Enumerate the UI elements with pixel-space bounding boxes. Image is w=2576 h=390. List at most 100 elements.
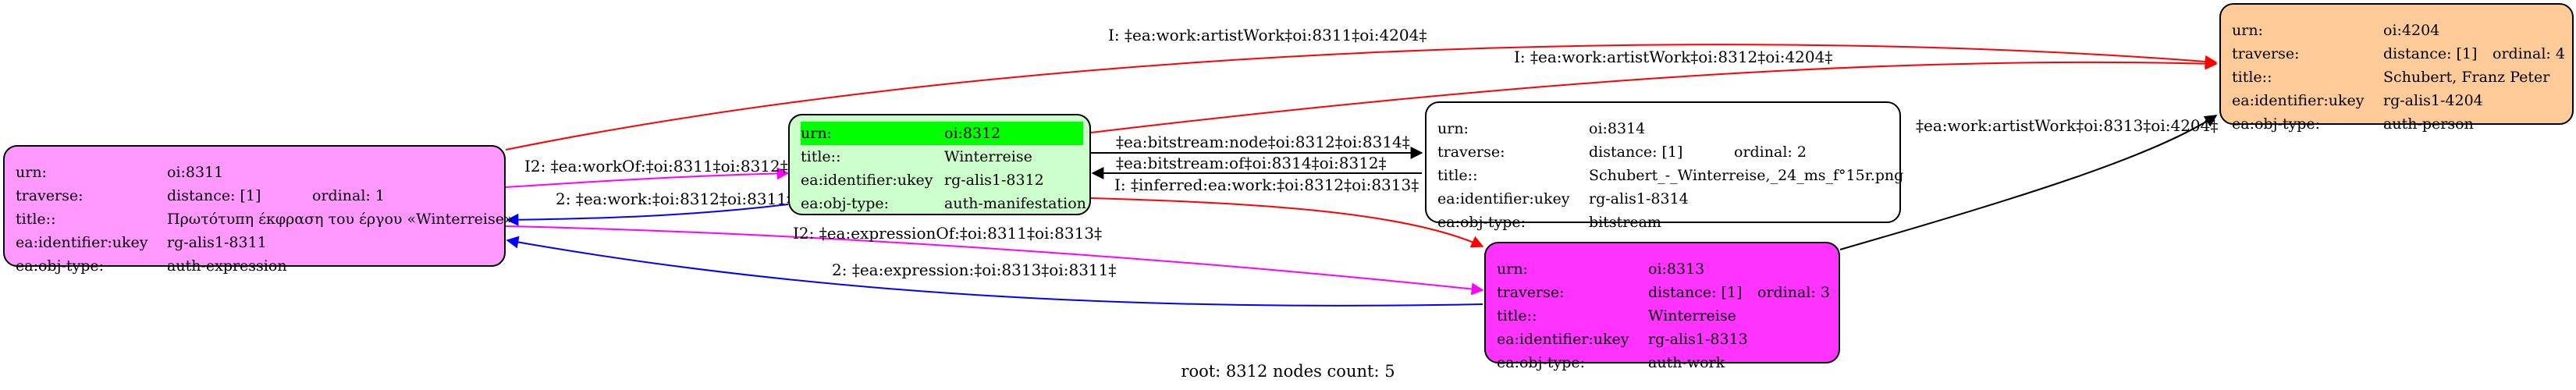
row-value: rg-alis1-8311 — [167, 234, 267, 251]
row-value: rg-alis1-4204 — [2383, 92, 2483, 109]
row-key: title:: — [1497, 307, 1537, 324]
node-row-traverse: traverse: distance: [1] ordinal: 2 — [1437, 140, 1899, 164]
row-value-ordinal: ordinal: 1 — [312, 187, 385, 204]
node-row-urn: urn:oi:8314 — [1437, 117, 1899, 140]
node-row-obj-type: ea:obj-type: auth-work — [1497, 351, 1839, 374]
row-key: ea:obj-type: — [2232, 115, 2321, 133]
edge-expression-8313-8311 — [506, 236, 1483, 307]
root-highlight — [801, 122, 1083, 145]
node-oi-8314[interactable]: urn:oi:8314 traverse: distance: [1] ordina… — [1425, 101, 1903, 231]
row-key: urn: — [16, 164, 47, 181]
node-row-title: title::Winterreise — [801, 145, 1089, 168]
node-row-ukey: ea:identifier:ukey rg-alis1-8312 — [801, 168, 1089, 192]
row-value-ordinal: ordinal: 4 — [2493, 45, 2565, 62]
edge-label-work-artist-8313-4204: ‡ea:work:artistWork‡oi:8313‡oi:4204‡ — [1916, 116, 2218, 135]
graph-footer: root: 8312 nodes count: 5 — [1181, 362, 1395, 381]
row-key: ea:identifier:ukey — [2232, 92, 2365, 109]
row-key: ea:identifier:ukey — [801, 172, 933, 189]
node-row-title: title::Schubert, Franz Peter — [2232, 66, 2572, 89]
row-key: ea:obj-type: — [16, 257, 105, 275]
row-value: oi:8312 — [944, 125, 1001, 142]
row-value-ordinal: ordinal: 2 — [1734, 144, 1807, 161]
edge-label-work-8312-8311: 2: ‡ea:work:‡oi:8312‡oi:8311‡ — [556, 190, 794, 208]
row-key: ea:obj-type: — [801, 195, 890, 212]
node-oi-4204[interactable]: urn: oi:4204 traverse: distance: [1] ordina… — [2219, 3, 2574, 133]
row-value: rg-alis1-8314 — [1589, 190, 1689, 207]
row-key: ea:identifier:ukey — [1437, 190, 1570, 207]
row-value: auth-person — [2383, 115, 2474, 133]
row-value: distance: [1] — [1648, 284, 1743, 301]
edge-label-expression-8313-8311: 2: ‡ea:expression:‡oi:8313‡oi:8311‡ — [832, 261, 1116, 279]
edge-workOf-8311-8312 — [505, 167, 790, 188]
edge-work-artist-8311-4204 — [505, 44, 2218, 151]
node-row-obj-type: ea:obj-type: auth-manifestation — [801, 192, 1089, 215]
edge-label-expressionOf-8311-8313: I2: ‡ea:expressionOf:‡oi:8311‡oi:8313‡ — [793, 224, 1102, 243]
node-row-urn: urn: oi:8311 — [16, 161, 504, 184]
edge-work-8312-8311 — [506, 204, 789, 226]
edge-label-bitstream-of-8314-8312: ‡ea:bitstream:of‡oi:8314‡oi:8312‡ — [1116, 154, 1387, 172]
node-row-urn: urn: oi:8313 — [1497, 257, 1839, 281]
node-oi-8311[interactable]: urn: oi:8311 traverse: distance: [1] ordina… — [3, 145, 513, 275]
edge-label-work-artist-8312-4204: I: ‡ea:work:artistWork‡oi:8312‡oi:4204‡ — [1514, 48, 1832, 66]
row-value: bitstream — [1589, 214, 1661, 231]
row-key: traverse: — [2232, 45, 2300, 62]
node-row-obj-type: ea:obj-type: auth-person — [2232, 112, 2572, 136]
node-row-urn: urn: oi:8312 — [801, 122, 1089, 145]
row-value: auth-work — [1648, 354, 1725, 371]
edge-label-workOf-8311-8312: I2: ‡ea:workOf:‡oi:8311‡oi:8312‡ — [524, 157, 788, 176]
row-value: distance: [1] — [2383, 45, 2478, 62]
row-value: Πρωτότυπη έκφραση του έργου «Winterreise… — [167, 211, 513, 228]
row-value: oi:8311 — [167, 164, 224, 181]
row-value: rg-alis1-8312 — [944, 172, 1044, 189]
row-key: urn: — [1497, 261, 1528, 278]
row-key: title:: — [1437, 167, 1478, 184]
row-key: traverse: — [1437, 144, 1505, 161]
row-value: distance: [1] — [167, 187, 261, 204]
edge-work-artist-8313-4204 — [1839, 115, 2218, 250]
edge-work-artist-8312-4204 — [1090, 57, 2218, 133]
edge-expressionOf-8311-8313 — [505, 225, 1484, 296]
row-key: ea:obj-type: — [1497, 354, 1586, 371]
row-key: urn: — [801, 125, 832, 142]
row-value: distance: [1] — [1589, 144, 1683, 161]
node-row-ukey: ea:identifier:ukey rg-alis1-8311 — [16, 231, 504, 254]
row-value: Schubert_-_Winterreise,_24_ms_f°15r.png — [1589, 167, 1904, 184]
node-row-title: title::Schubert_-_Winterreise,_24_ms_f°1… — [1437, 164, 1903, 187]
row-key: urn: — [1437, 120, 1469, 137]
row-key: urn: — [2232, 22, 2263, 39]
node-row-urn: urn: oi:4204 — [2232, 19, 2572, 42]
node-row-ukey: ea:identifier:ukey rg-alis1-8314 — [1437, 187, 1899, 211]
edge-label-bitstream-node-8312-8314: ‡ea:bitstream:node‡oi:8312‡oi:8314‡ — [1116, 133, 1410, 151]
edge-label-work-artist-8311-4204: I: ‡ea:work:artistWork‡oi:8311‡oi:4204‡ — [1108, 26, 1427, 44]
node-row-traverse: traverse: distance: [1] ordinal: 3 — [1497, 281, 1839, 304]
node-row-traverse: traverse: distance: [1] ordinal: 1 — [16, 184, 504, 207]
row-key: ea:identifier:ukey — [16, 234, 148, 251]
row-value: rg-alis1-8313 — [1648, 331, 1748, 348]
row-value: auth-expression — [167, 257, 287, 275]
node-oi-8313[interactable]: urn: oi:8313 traverse: distance: [1] ordina… — [1484, 242, 1840, 371]
row-key: title:: — [2232, 69, 2272, 86]
node-row-ukey: ea:identifier:ukey rg-alis1-4204 — [2232, 89, 2572, 112]
row-key: traverse: — [1497, 284, 1565, 301]
node-row-title: title::Πρωτότυπη έκφραση του έργου «Wint… — [16, 207, 513, 231]
row-key: ea:obj-type: — [1437, 214, 1526, 231]
row-value: auth-manifestation — [944, 195, 1086, 212]
row-value-ordinal: ordinal: 3 — [1757, 284, 1830, 301]
row-value: Winterreise — [1648, 307, 1736, 324]
node-row-traverse: traverse: distance: [1] ordinal: 4 — [2232, 42, 2572, 66]
row-value: Schubert, Franz Peter — [2383, 69, 2550, 86]
node-oi-8312[interactable]: urn: oi:8312 title::Winterreise ea:identi… — [788, 114, 1091, 215]
row-key: title:: — [16, 211, 56, 228]
node-row-obj-type: ea:obj-type: auth-expression — [16, 254, 504, 278]
row-key: ea:identifier:ukey — [1497, 331, 1629, 348]
row-key: traverse: — [16, 187, 83, 204]
row-value: oi:8313 — [1648, 261, 1705, 278]
row-key: title:: — [801, 148, 841, 165]
row-value: oi:4204 — [2383, 22, 2440, 39]
edge-inferred-work-8312-8313 — [1090, 197, 1484, 248]
node-row-obj-type: ea:obj-type: bitstream — [1437, 211, 1899, 234]
node-row-ukey: ea:identifier:ukey rg-alis1-8313 — [1497, 328, 1839, 351]
node-row-title: title::Winterreise — [1497, 304, 1839, 328]
